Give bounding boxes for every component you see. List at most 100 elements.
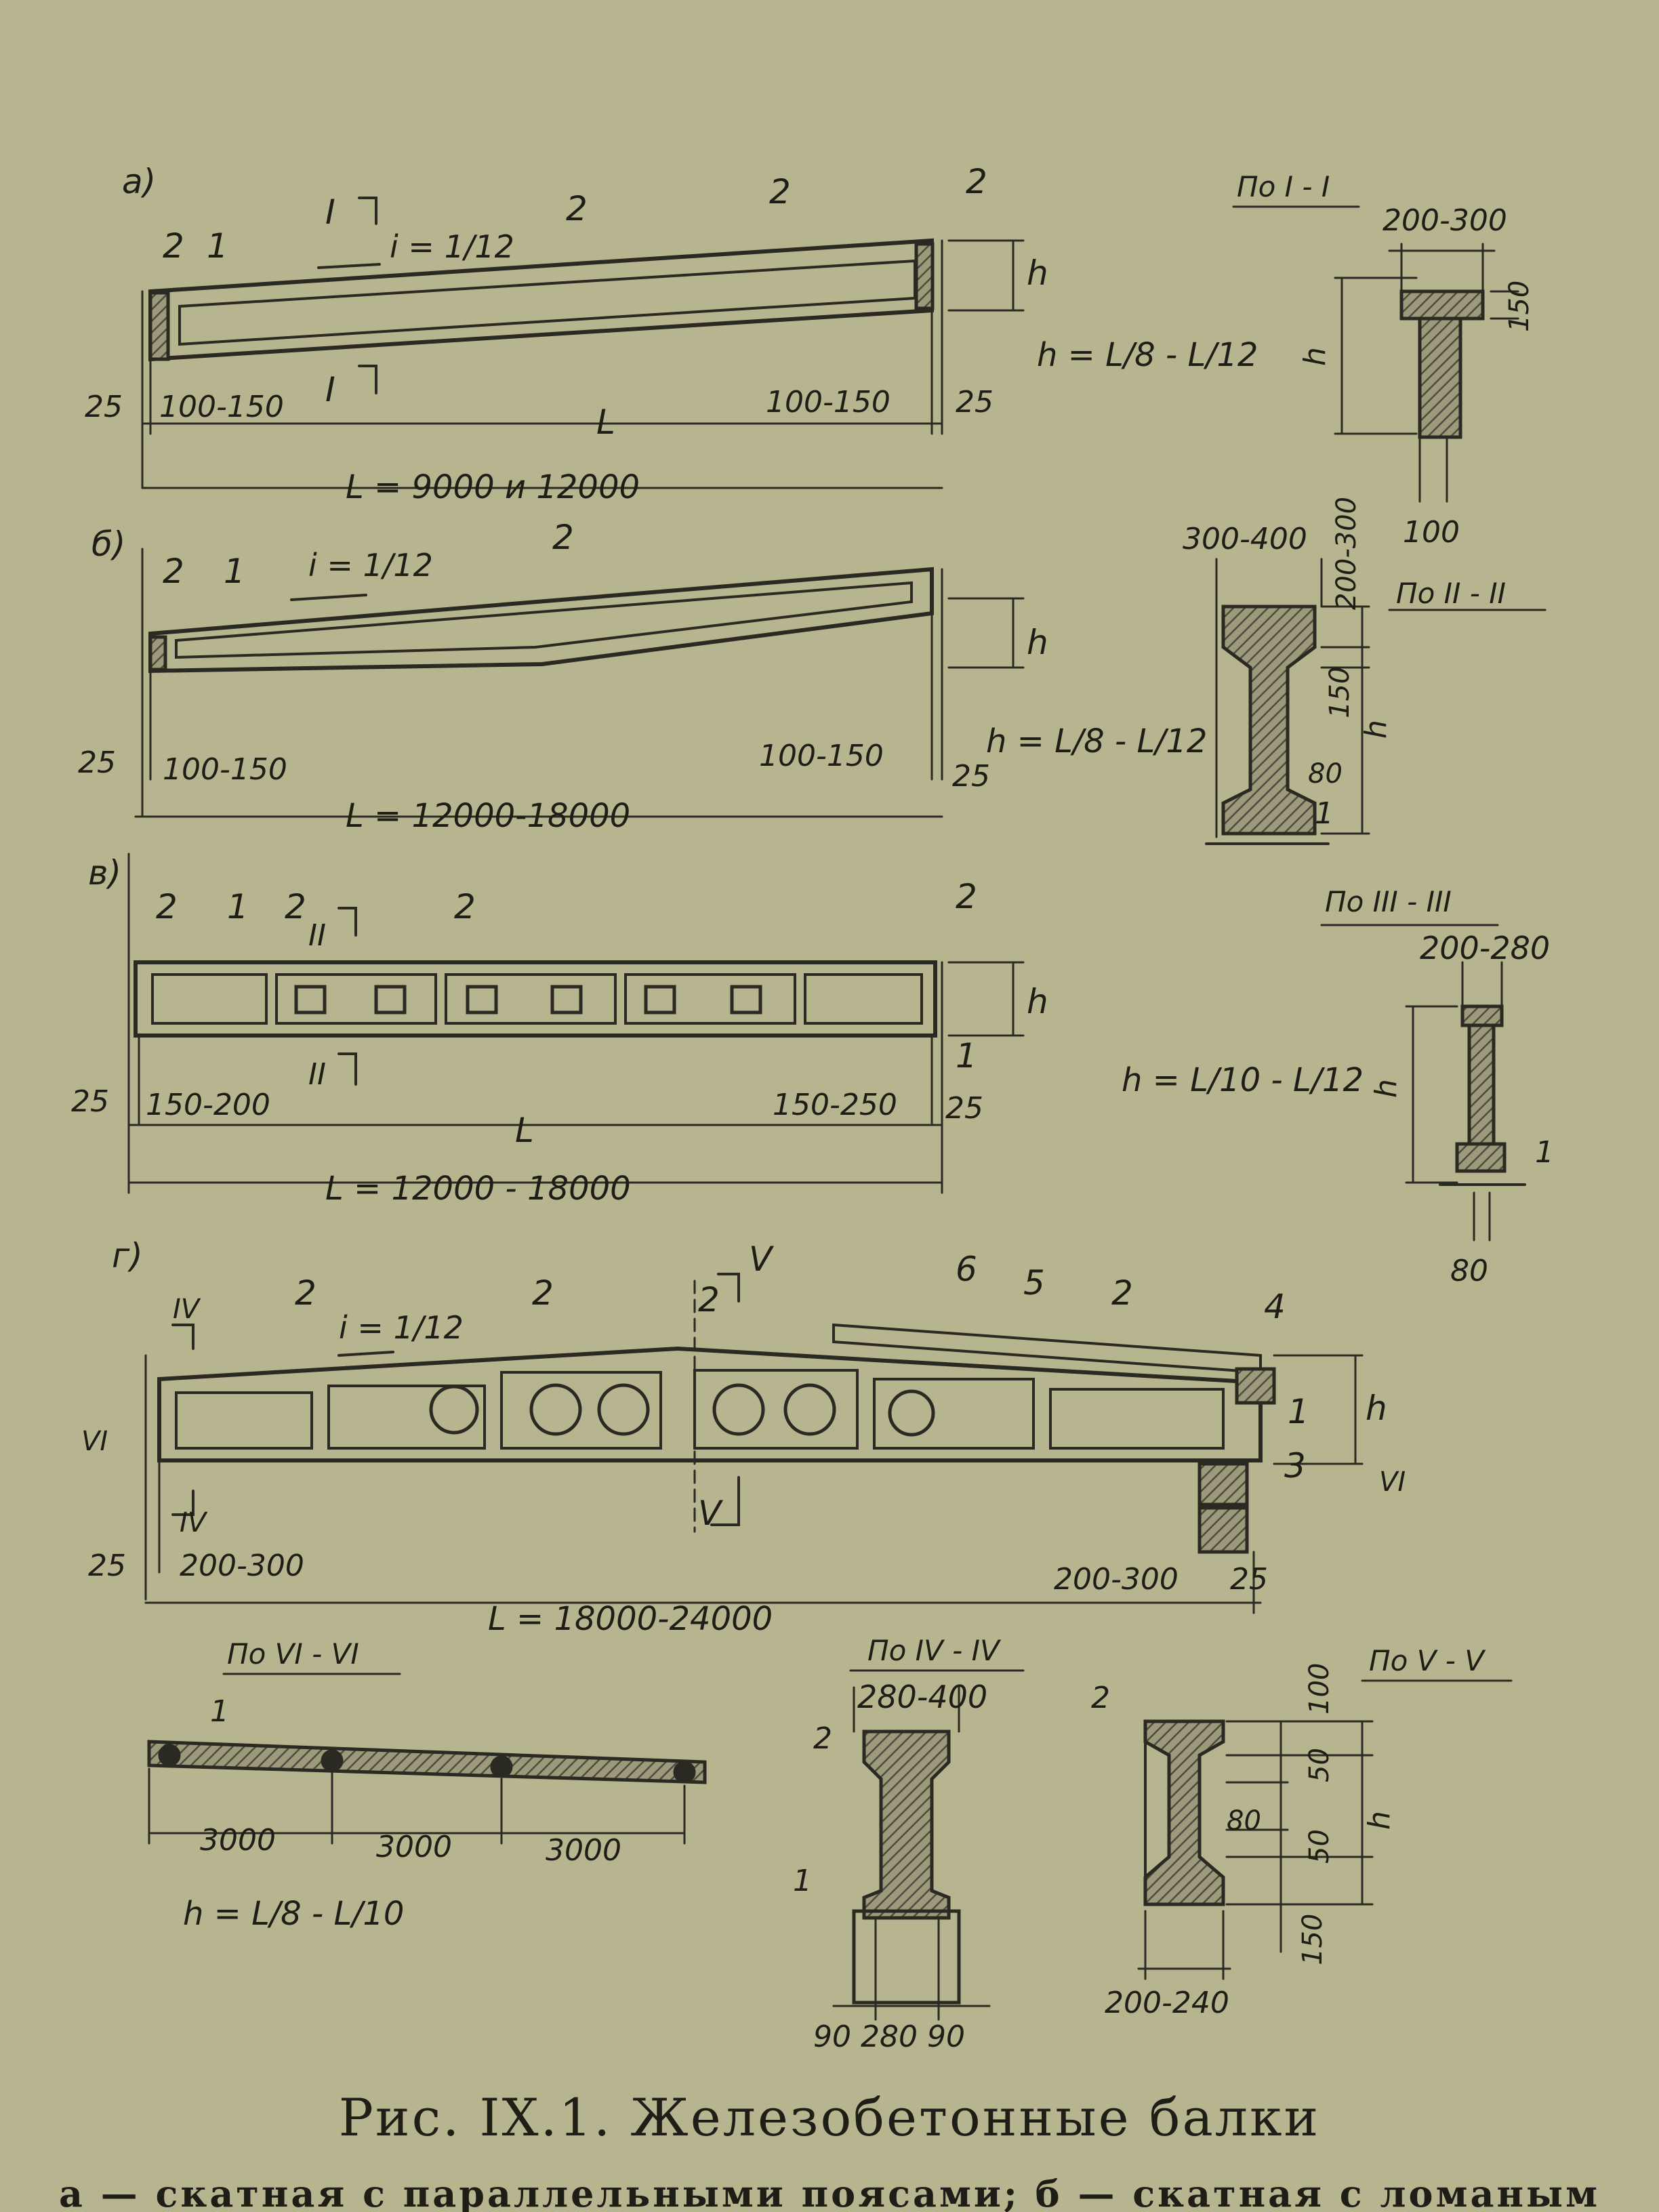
section-4-title: По IV - IV [867,1634,1002,1667]
panel-b-callout-2: 2 [163,552,184,591]
panel-v-end25-right: 25 [945,1091,983,1126]
panel-a-section-mark-b: I [325,370,335,409]
panel-a-support-right: 100-150 [766,385,890,419]
panel-a-h: h [1027,253,1048,293]
panel-b-support-left: 100-150 [163,752,287,787]
panel-g-end25-right: 25 [1230,1562,1268,1597]
panel-v-tag: в) [88,853,121,893]
section-5-d50b: 50 [1304,1829,1335,1864]
panel-g-callout-1: 1 [1288,1392,1309,1431]
beam-g [144,1273,1364,1614]
panel-a-end25-left: 25 [85,390,123,424]
panel-g-callout-2b: 2 [532,1273,554,1313]
beam-b [134,548,1025,818]
section-5-title: По V - V [1369,1644,1486,1677]
section-5-d150: 150 [1297,1914,1328,1965]
section-1-title: По I - I [1237,170,1330,203]
beam-v [127,853,1025,1194]
panel-a-end25-right: 25 [956,385,994,419]
beam-a [141,197,1025,489]
panel-b-callout-1: 1 [224,552,245,591]
panel-v-callout-1: 1 [227,887,249,926]
panel-g-callout-2: 2 [295,1273,316,1313]
section-6-callout: 1 [210,1694,229,1729]
section-1-h: h [1298,347,1332,366]
section-3-callout: 1 [1535,1135,1554,1170]
panel-g-callout-4: 4 [1264,1287,1286,1326]
panel-v-span-formula: L = 12000 - 18000 [325,1170,631,1208]
panel-a-callout-2c: 2 [769,172,791,211]
section-4-4 [832,1686,991,2021]
panel-a-callout-2: 2 [163,226,184,266]
panel-a-callout-2d: 2 [966,162,987,201]
section-2-width: 300-400 [1183,522,1307,556]
panel-b-support-right: 100-150 [759,739,884,773]
panel-b-slope: i = 1/12 [308,547,433,583]
panel-g-mark-V-b: V [698,1494,724,1533]
panel-g-mark-VI-right: VI [1379,1467,1406,1498]
section-5-d80: 80 [1227,1805,1261,1837]
panel-v-callout-2c: 2 [454,887,476,926]
panel-v-callout-2b: 2 [285,887,306,926]
panel-a-slope: i = 1/12 [390,228,514,265]
panel-b-tag: б) [91,525,125,564]
section-3-title: По III - III [1325,885,1452,918]
panel-g-mark-VI-left: VI [81,1426,108,1457]
figure-legend: а — скатная с параллельными поясами; б —… [58,2172,1601,2212]
section-6-6 [147,1673,707,1845]
section-2-dim-top: 200-300 [1331,497,1362,610]
section-6-title: По VI - VI [227,1637,359,1671]
panel-g-h: h [1366,1389,1387,1428]
section-5-h: h [1362,1811,1397,1830]
panel-a-support-left: 100-150 [159,390,284,424]
panel-v-section-mark: II [308,918,326,953]
section-3-width: 200-280 [1420,930,1550,966]
section-4-callout-1: 1 [793,1864,812,1898]
section-5-width: 200-240 [1105,1986,1229,2020]
section-6-spacing-3: 3000 [546,1833,621,1868]
section-2-h: h [1359,720,1393,739]
section-5-d100: 100 [1304,1663,1335,1715]
figure-caption: Рис. IX.1. Железобетонные балки [338,2087,1321,2148]
section-5-callout: 2 [1091,1681,1110,1715]
section-6-h-formula: h = L/8 - L/10 [183,1895,404,1933]
panel-g-callout-6: 6 [956,1250,977,1289]
panel-g-support-left: 200-300 [180,1549,304,1583]
panel-g-tag: г) [112,1236,143,1275]
section-2-2 [1205,558,1370,845]
section-3-3 [1405,961,1526,1242]
panel-v-h: h [1027,982,1048,1021]
section-1-width: 200-300 [1382,203,1507,238]
panel-a-callout-1: 1 [207,226,228,266]
panel-b-end25-right: 25 [952,759,990,794]
panel-g-end25-left: 25 [88,1549,126,1583]
panel-v-callout-2d: 2 [956,877,977,916]
panel-b-h-formula: h = L/8 - L/12 [986,722,1207,760]
panel-a-callout-2b: 2 [566,189,588,228]
panel-g-callout-2c: 2 [698,1280,720,1319]
panel-v-support-right: 150-250 [773,1088,897,1122]
section-4-width: 280-400 [857,1679,987,1715]
panel-g-mark-IV: IV [173,1294,201,1325]
section-4-callout-2: 2 [813,1721,832,1756]
section-4-bottom: 90 280 90 [813,2020,965,2054]
panel-v-end25-left: 25 [71,1084,109,1119]
panel-b-h: h [1027,623,1048,662]
section-1-flange: 150 [1504,281,1535,332]
panel-g-span-formula: L = 18000-24000 [488,1600,773,1638]
panel-g-slope: i = 1/12 [339,1309,464,1346]
section-1-1 [1334,243,1519,503]
panel-v-callout-1b: 1 [956,1036,977,1076]
section-5-5 [1137,1719,1374,1980]
section-5-d50a: 50 [1304,1748,1335,1782]
panel-a-tag: а) [122,162,156,201]
panel-b-end25-left: 25 [78,745,116,780]
panel-g-mark-IV-b: IV [180,1507,208,1538]
panel-g-support-right: 200-300 [1054,1562,1179,1597]
panel-b-span-formula: L = 12000-18000 [346,797,630,835]
panel-v-callout-2: 2 [156,887,178,926]
panel-g-callout-5: 5 [1023,1263,1045,1303]
section-6-spacing-2: 3000 [376,1830,452,1864]
